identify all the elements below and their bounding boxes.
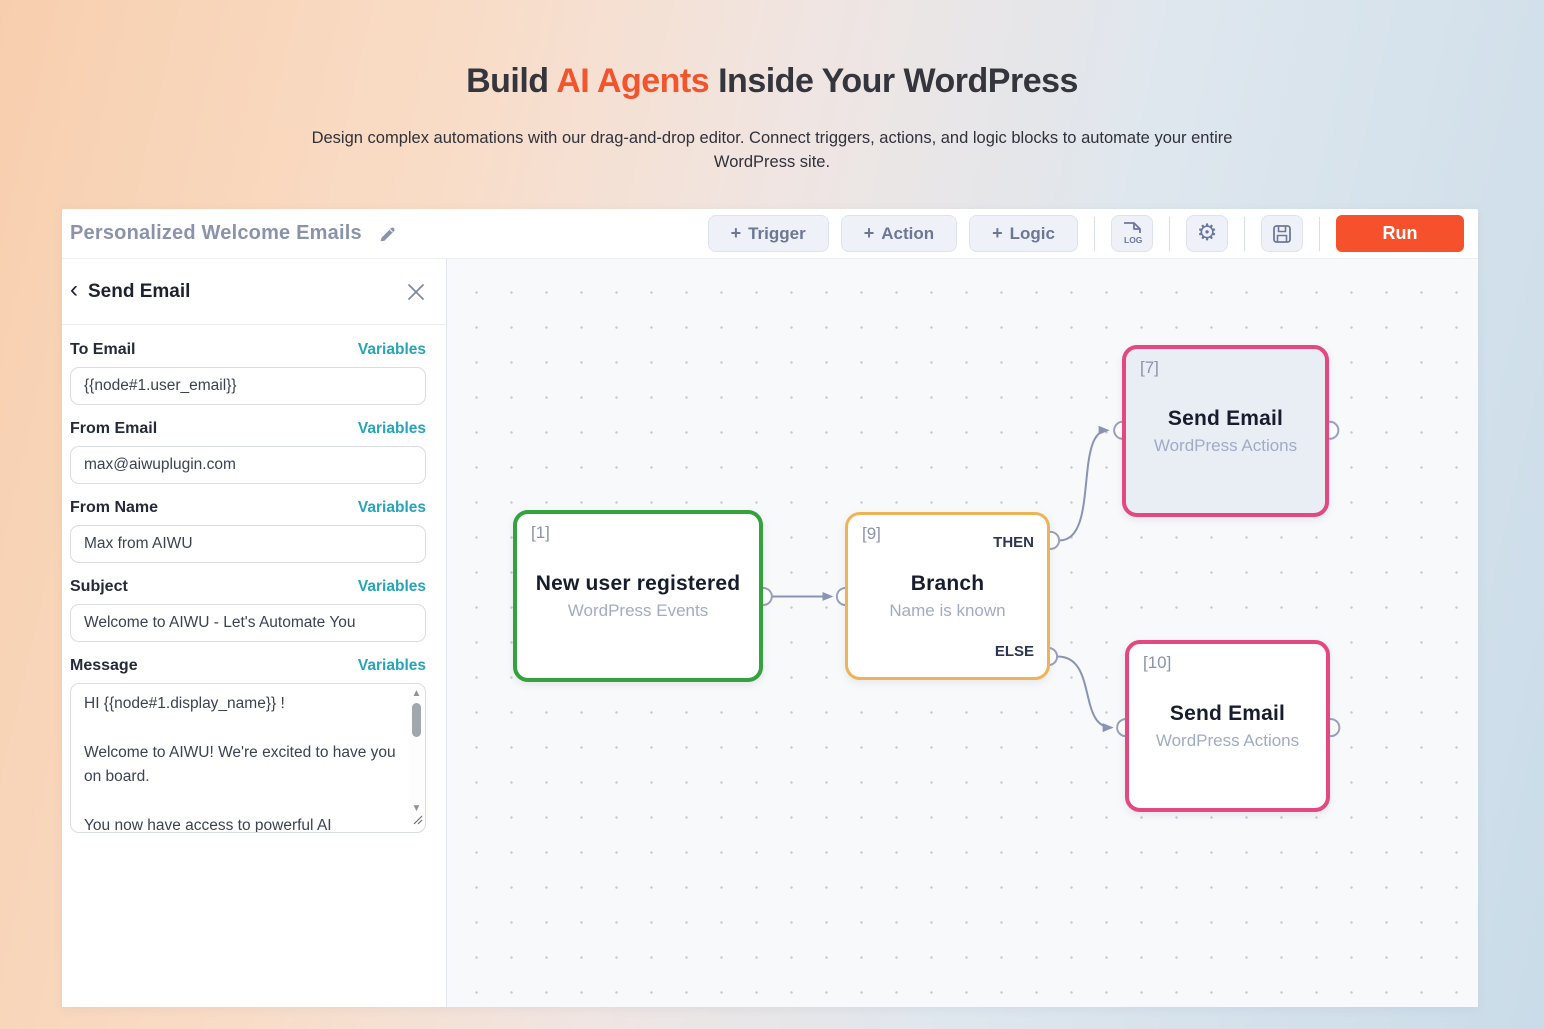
variables-link[interactable]: Variables bbox=[357, 657, 426, 674]
panel-title: ‹ Send Email bbox=[70, 275, 191, 304]
field-from-name: From Name Variables bbox=[70, 499, 426, 563]
add-trigger-label: Trigger bbox=[748, 223, 806, 243]
field-label: Message bbox=[70, 657, 138, 674]
from-email-input[interactable] bbox=[70, 446, 426, 484]
page-subtitle: Design complex automations with our drag… bbox=[311, 129, 1233, 171]
add-logic-button[interactable]: + Logic bbox=[969, 215, 1078, 252]
add-logic-label: Logic bbox=[1009, 223, 1055, 243]
add-trigger-button[interactable]: + Trigger bbox=[707, 215, 829, 252]
settings-button[interactable]: ⚙ bbox=[1186, 215, 1228, 252]
node-title: Send Email bbox=[1167, 406, 1284, 430]
toolbar-divider bbox=[1094, 216, 1095, 251]
node-subtitle: Name is known bbox=[889, 600, 1006, 620]
scroll-up-icon[interactable]: ▲ bbox=[411, 688, 422, 699]
gear-icon: ⚙ bbox=[1196, 220, 1218, 246]
edge-else-to-send-email-10[interactable] bbox=[1057, 655, 1114, 733]
variables-link[interactable]: Variables bbox=[357, 499, 426, 516]
field-message: Message Variables HI {{node#1.display_na… bbox=[70, 657, 426, 833]
node-id-badge: [7] bbox=[1140, 358, 1159, 377]
log-icon: LOG bbox=[1124, 221, 1143, 245]
edit-title-button[interactable] bbox=[376, 223, 398, 245]
variables-link[interactable]: Variables bbox=[357, 578, 426, 595]
toolbar-actions: + Trigger + Action + Logic LOG bbox=[707, 215, 1464, 252]
workflow-title: Personalized Welcome Emails bbox=[70, 222, 362, 244]
message-textarea[interactable]: HI {{node#1.display_name}} ! Welcome to … bbox=[70, 683, 426, 833]
toolbar-divider bbox=[1244, 216, 1245, 251]
close-icon bbox=[408, 283, 424, 300]
node-branch[interactable]: [9] THEN Branch Name is known ELSE bbox=[845, 512, 1050, 680]
node-id-badge: [10] bbox=[1143, 653, 1172, 672]
plus-icon: + bbox=[863, 223, 875, 243]
message-scrollbar[interactable]: ▲ ▼ bbox=[409, 685, 424, 818]
plus-icon: + bbox=[992, 223, 1003, 243]
svg-text:LOG: LOG bbox=[1124, 235, 1143, 245]
log-button[interactable]: LOG bbox=[1111, 215, 1153, 252]
workflow-editor-window: Personalized Welcome Emails + Trigger + … bbox=[62, 209, 1478, 1007]
node-id-badge: [1] bbox=[531, 523, 550, 542]
node-send-email-10[interactable]: [10] Send Email WordPress Actions bbox=[1125, 640, 1330, 812]
node-subtitle: WordPress Events bbox=[567, 600, 709, 620]
node-send-email-7[interactable]: [7] Send Email WordPress Actions bbox=[1122, 345, 1329, 517]
editor-toolbar: Personalized Welcome Emails + Trigger + … bbox=[62, 209, 1478, 259]
field-subject: Subject Variables bbox=[70, 578, 426, 642]
page-title-prefix: Build bbox=[466, 62, 557, 100]
field-to-email: To Email Variables bbox=[70, 341, 426, 405]
node-title: New user registered bbox=[535, 571, 741, 595]
run-button[interactable]: Run bbox=[1336, 215, 1464, 252]
page-title-suffix: Inside Your WordPress bbox=[709, 62, 1078, 100]
panel-title-text: Send Email bbox=[88, 280, 191, 302]
toolbar-divider bbox=[1319, 216, 1320, 251]
add-action-label: Action bbox=[881, 223, 935, 243]
close-panel-button[interactable] bbox=[404, 280, 428, 304]
from-name-input[interactable] bbox=[70, 525, 426, 563]
field-list: To Email Variables From Email Variables … bbox=[62, 325, 446, 833]
node-new-user-registered[interactable]: [1] New user registered WordPress Events bbox=[513, 510, 763, 682]
panel-header: ‹ Send Email bbox=[62, 259, 446, 325]
workflow-canvas[interactable]: [1] New user registered WordPress Events… bbox=[447, 259, 1478, 1007]
node-id-badge: [9] bbox=[862, 524, 881, 543]
field-label: From Name bbox=[70, 499, 159, 516]
node-title: Branch bbox=[910, 571, 985, 595]
hero-section: Build AI Agents Inside Your WordPress De… bbox=[0, 0, 1544, 175]
save-button[interactable] bbox=[1261, 215, 1303, 252]
save-icon bbox=[1273, 224, 1291, 243]
node-settings-panel: ‹ Send Email To Email Variables bbox=[62, 259, 447, 1007]
toolbar-divider bbox=[1169, 216, 1170, 251]
node-title: Send Email bbox=[1169, 701, 1286, 725]
page-title-highlight: AI Agents bbox=[556, 62, 710, 100]
page-title: Build AI Agents Inside Your WordPress bbox=[0, 62, 1544, 101]
node-subtitle: WordPress Actions bbox=[1153, 435, 1298, 455]
scroll-down-icon[interactable]: ▼ bbox=[411, 803, 422, 814]
to-email-input[interactable] bbox=[70, 367, 426, 405]
node-subtitle: WordPress Actions bbox=[1155, 730, 1300, 750]
field-label: To Email bbox=[70, 341, 136, 358]
field-label: Subject bbox=[70, 578, 128, 595]
field-from-email: From Email Variables bbox=[70, 420, 426, 484]
add-action-button[interactable]: + Action bbox=[840, 215, 958, 252]
else-port-label: ELSE bbox=[994, 643, 1034, 660]
variables-link[interactable]: Variables bbox=[357, 420, 426, 437]
plus-icon: + bbox=[730, 223, 742, 243]
edge-then-to-send-email-7[interactable] bbox=[1059, 425, 1110, 542]
subject-input[interactable] bbox=[70, 604, 426, 642]
message-text: HI {{node#1.display_name}} ! Welcome to … bbox=[84, 695, 396, 833]
back-chevron-icon[interactable]: ‹ bbox=[70, 275, 78, 303]
pencil-icon bbox=[380, 227, 395, 241]
scrollbar-thumb[interactable] bbox=[412, 703, 421, 737]
resize-handle-icon[interactable] bbox=[413, 812, 423, 830]
editor-workspace: ‹ Send Email To Email Variables bbox=[62, 259, 1478, 1007]
variables-link[interactable]: Variables bbox=[357, 341, 426, 358]
field-label: From Email bbox=[70, 420, 158, 437]
then-port-label: THEN bbox=[993, 534, 1034, 551]
